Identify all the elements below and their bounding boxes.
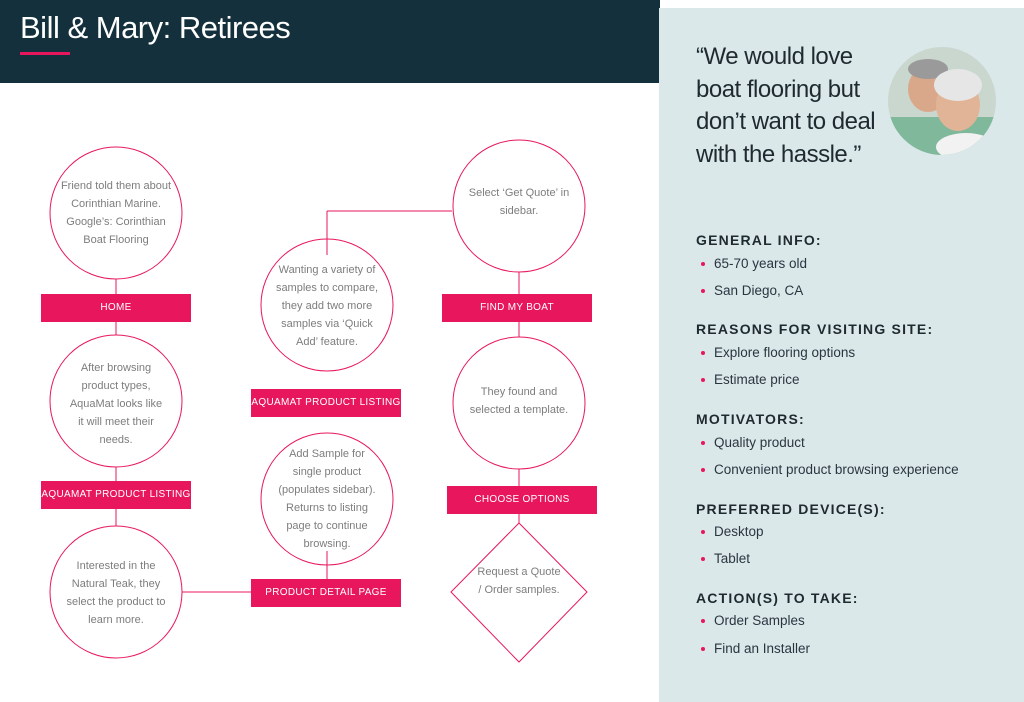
list-item: 65-70 years old [701,256,807,271]
flow-node-friend [49,146,183,280]
section-heading-motivators: MOTIVATORS: [696,411,805,427]
tag-aquamat-product-listing-mid: AQUAMAT PRODUCT LISTING [251,389,401,417]
bullet-dot-icon [701,530,705,534]
section-heading-devices: PREFERRED DEVICE(S): [696,501,886,517]
section-heading-reasons: REASONS FOR VISITING SITE: [696,321,934,337]
bullet-dot-icon [701,378,705,382]
flow-text-template: They found and selected a template. [469,386,569,416]
flow-text-variety: Wanting a variety of samples to compare,… [275,264,379,348]
header-bar: Bill & Mary: Retirees [0,0,660,83]
list-item: Desktop [701,524,764,539]
bullet-dot-icon [701,468,705,472]
persona-quote: “We would love boat flooring but don’t w… [696,43,876,168]
list-item: San Diego, CA [701,283,803,298]
title-underline [20,52,70,55]
persona-panel: “We would love boat flooring but don’t w… [659,8,1024,702]
tag-aquamat-product-listing-left: AQUAMAT PRODUCT LISTING [41,481,191,509]
flow-node-template [452,336,586,470]
list-item: Order Samples [701,613,805,628]
avatar [888,47,996,155]
bullet-dot-icon [701,557,705,561]
flow-node-teak [49,525,183,659]
tag-find-my-boat: FIND MY BOAT [442,294,592,322]
tag-choose-options: CHOOSE OPTIONS [447,486,597,514]
bullet-dot-icon [701,441,705,445]
flow-text-add-sample: Add Sample for single product (populates… [278,448,376,550]
bullet-dot-icon [701,647,705,651]
list-item: Explore flooring options [701,345,855,360]
bullet-dot-icon [701,289,705,293]
flow-node-browsing [49,334,183,468]
list-item: Find an Installer [701,641,810,656]
flow-diagram [49,139,588,663]
flow-text-teak: Interested in the Natural Teak, they sel… [66,560,166,626]
flow-node-add-sample [260,432,394,566]
flow-node-get-quote [452,139,586,273]
flow-text-friend: Friend told them about Corinthian Marine… [60,180,172,246]
bullet-dot-icon [701,351,705,355]
bullet-dot-icon [701,262,705,266]
bullet-dot-icon [701,619,705,623]
tag-product-detail-page: PRODUCT DETAIL PAGE [251,579,401,607]
list-item: Quality product [701,435,805,450]
list-item: Tablet [701,551,750,566]
section-heading-actions: ACTION(S) TO TAKE: [696,590,859,606]
flow-node-variety [260,238,394,372]
section-heading-general-info: GENERAL INFO: [696,232,822,248]
flow-text-browsing: After browsing product types, AquaMat lo… [69,362,163,446]
flow-text-request: Request a Quote / Order samples. [477,566,561,596]
list-item: Estimate price [701,372,800,387]
tag-home: HOME [41,294,191,322]
list-item: Convenient product browsing experience [701,462,959,477]
page-title: Bill & Mary: Retirees [20,10,291,45]
flow-node-request [450,522,588,663]
avatar-photo-icon [888,47,996,155]
flow-text-get-quote: Select ‘Get Quote’ in sidebar. [468,187,570,217]
